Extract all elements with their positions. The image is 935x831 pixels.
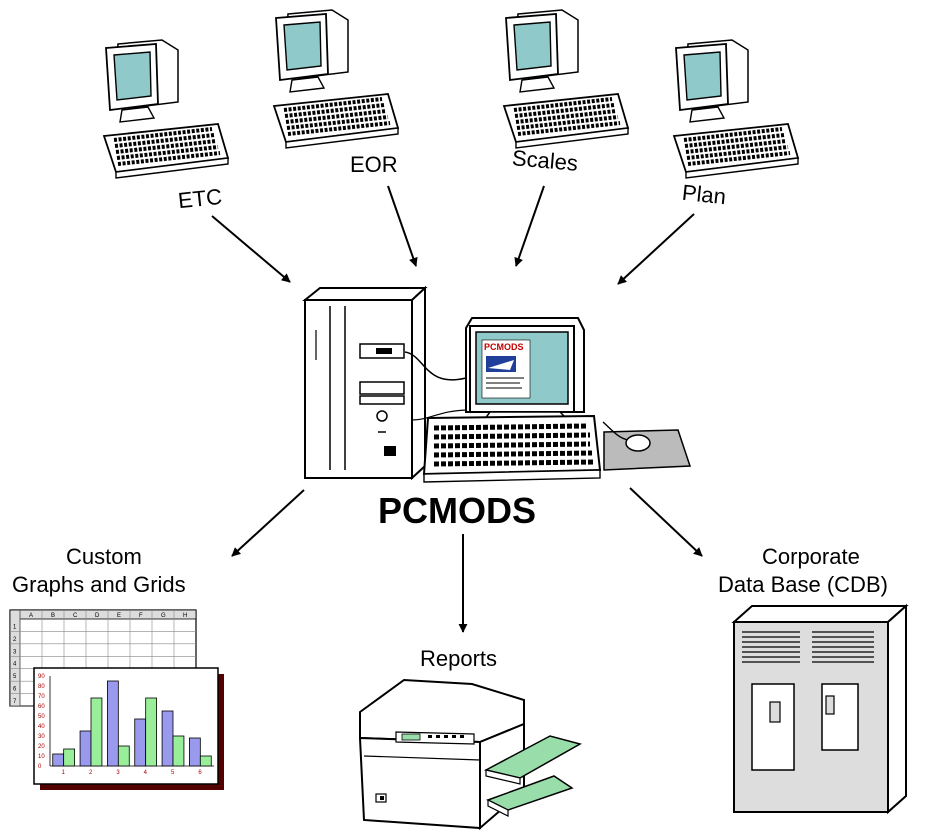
chart-x-tick-label: 5 (171, 770, 175, 776)
plan-terminal (672, 38, 800, 180)
chart-bar (134, 718, 147, 767)
chart-y-tick-label: 90 (38, 674, 45, 680)
sheet-row-header: 3 (13, 649, 17, 655)
sheet-col-header: G (161, 613, 166, 619)
source-label-eor: EOR (350, 152, 398, 177)
scales-terminal (502, 8, 630, 150)
source-label-plan: Plan (680, 179, 728, 210)
chart-y-tick-label: 20 (38, 744, 45, 750)
sheet-col-header: H (183, 613, 187, 619)
chart-bar (199, 755, 212, 767)
cdb-label-line1: Corporate (762, 544, 860, 569)
sheet-row-header: 1 (13, 624, 17, 630)
chart-y-tick-label: 40 (38, 724, 45, 730)
chart-bar (117, 745, 130, 767)
chart-y-tick-label: 10 (38, 754, 45, 760)
chart-bar (63, 748, 76, 767)
sheet-row-header: 6 (13, 687, 17, 693)
screen-logo: PCMODS (484, 342, 524, 352)
chart-bar (79, 730, 92, 767)
sheet-col-header: D (95, 613, 100, 619)
eor-terminal (272, 8, 400, 150)
sheet-col-header: C (73, 613, 78, 619)
chart-y-tick-label: 60 (38, 704, 45, 710)
chart-x-tick-label: 2 (89, 770, 93, 776)
arrow-eor-to-hub (387, 185, 418, 267)
chart-y-tick-label: 80 (38, 684, 45, 690)
sheet-row-header: 2 (13, 637, 17, 643)
arrow-hub-to-cdb (629, 487, 703, 557)
chart-y-tick-label: 0 (38, 764, 42, 770)
cdb-cabinet (731, 603, 909, 815)
sheet-col-header: A (29, 613, 33, 619)
cdb-label-line2: Data Base (CDB) (718, 572, 888, 597)
graphs-label-line2: Graphs and Grids (12, 572, 186, 597)
chart-bar (107, 680, 119, 767)
printer (358, 678, 582, 831)
chart-y-tick-label: 50 (38, 714, 45, 720)
sheet-col-header: B (51, 613, 55, 619)
sheet-row-header: 5 (13, 674, 17, 680)
sheet-row-header: 7 (13, 699, 17, 705)
graphs-label-line1: Custom (66, 544, 142, 569)
sheet-col-header: F (139, 613, 143, 619)
arrow-plan-to-hub (617, 213, 695, 285)
chart-bar (145, 697, 158, 767)
etc-terminal (102, 38, 230, 180)
arrow-etc-to-hub (211, 215, 291, 283)
sheet-col-header: E (117, 613, 121, 619)
chart-x-tick-label: 4 (144, 770, 148, 776)
hub-title: PCMODS (378, 490, 537, 531)
bar-chart: 0 10 20 30 40 50 60 70 80 90 1 2 3 4 5 6 (33, 667, 224, 790)
chart-bar (188, 737, 201, 767)
chart-y-tick-label: 70 (38, 694, 45, 700)
arrow-hub-to-graphs (231, 489, 305, 557)
reports-label: Reports (420, 646, 498, 671)
chart-bar (90, 697, 103, 767)
chart-bar (52, 753, 65, 767)
chart-x-tick-label: 1 (62, 770, 66, 776)
sheet-row-header: 4 (13, 662, 17, 668)
pcmods-workstation (302, 285, 692, 483)
chart-y-tick-label: 30 (38, 734, 45, 740)
chart-bar (172, 735, 185, 767)
chart-bar (161, 710, 174, 767)
source-label-etc: ETC (176, 183, 224, 214)
chart-x-tick-label: 6 (198, 770, 202, 776)
arrow-scales-to-hub (514, 185, 545, 267)
graphs-label: Custom (66, 544, 142, 569)
chart-x-tick-label: 3 (116, 770, 120, 776)
